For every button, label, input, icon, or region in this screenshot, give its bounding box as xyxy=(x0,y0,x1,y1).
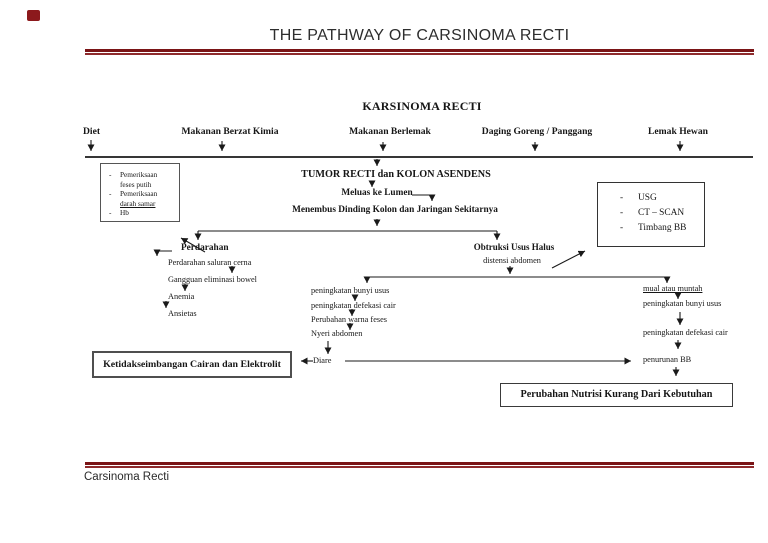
header-rule xyxy=(85,49,754,55)
monitor-item-usg: - USG xyxy=(620,193,657,203)
dash-bullet: - xyxy=(109,189,112,199)
factor-lemak-hewan: Lemak Hewan xyxy=(648,126,708,137)
node-perdarahan: Perdarahan xyxy=(181,243,229,253)
corner-accent-square xyxy=(27,10,40,21)
page-title: THE PATHWAY OF CARSINOMA RECTI xyxy=(269,27,570,44)
footer-rule xyxy=(85,462,754,468)
factor-diet: Diet xyxy=(83,126,101,137)
node-tumor-recti: TUMOR RECTI dan KOLON ASENDENS xyxy=(301,169,491,180)
mid-symptom-bunyi-usus: peningkatan bunyi usus xyxy=(311,286,390,295)
bleeding-item-saluran-cerna: Perdarahan saluran cerna xyxy=(168,258,252,267)
mid-symptom-nyeri-abdomen: Nyeri abdomen xyxy=(311,329,363,338)
mid-symptom-warna-feses: Perubahan warna feses xyxy=(311,315,388,324)
node-meluas-ke-lumen: Meluas ke Lumen xyxy=(341,188,413,198)
right-symptom-mual-muntah: mual atau muntah xyxy=(643,284,703,293)
mid-symptom-defekasi-cair: peningkatan defekasi cair xyxy=(311,301,396,310)
monitoring-box: - USG - CT – SCAN - Timbang BB xyxy=(597,182,705,247)
monitor-item-ct-scan: - CT – SCAN xyxy=(620,208,685,218)
monitor-item-timbang-bb: - Timbang BB xyxy=(620,223,687,233)
dash-bullet: - xyxy=(109,170,112,179)
dash-bullet: - xyxy=(620,193,624,203)
node-diare: Diare xyxy=(313,356,332,365)
factor-makanan-berlemak: Makanan Berlemak xyxy=(349,126,431,137)
node-menembus-dinding: Menembus Dinding Kolon dan Jaringan Seki… xyxy=(292,205,498,215)
dash-bullet: - xyxy=(109,208,112,218)
right-symptom-penurunan-bb: penurunan BB xyxy=(643,355,692,364)
right-symptom-defekasi-cair: peningkatan defekasi cair xyxy=(643,328,728,337)
connector-group xyxy=(85,140,753,376)
bleeding-item-anemia: Anemia xyxy=(168,292,195,301)
diagnosis-box-nutrisi: Perubahan Nutrisi Kurang Dari Kebutuhan xyxy=(500,383,733,407)
dash-bullet: - xyxy=(620,223,624,233)
dash-bullet: - xyxy=(620,208,624,218)
right-symptom-bunyi-usus: peningkatan bunyi usus xyxy=(643,299,722,308)
bleeding-item-ansietas: Ansietas xyxy=(168,309,197,318)
diagram-title: KARSINOMA RECTI xyxy=(362,99,482,113)
factor-daging-goreng-panggang: Daging Goreng / Panggang xyxy=(481,126,593,137)
footer-label: Carsinoma Recti xyxy=(84,471,169,483)
node-obtruksi-usus-halus: Obtruksi Usus Halus xyxy=(473,242,555,252)
diagnosis-box-cairan-elektrolit: Ketidakseimbangan Cairan dan Elektrolit xyxy=(92,351,292,378)
exam-item-hb: - Hb xyxy=(109,208,129,218)
bleeding-item-eliminasi-bowel: Gangguan eliminasi bowel xyxy=(168,275,257,284)
factor-makanan-berzat-kimia: Makanan Berzat Kimia xyxy=(181,126,279,137)
node-distensi-abdomen: distensi abdomen xyxy=(483,256,541,265)
